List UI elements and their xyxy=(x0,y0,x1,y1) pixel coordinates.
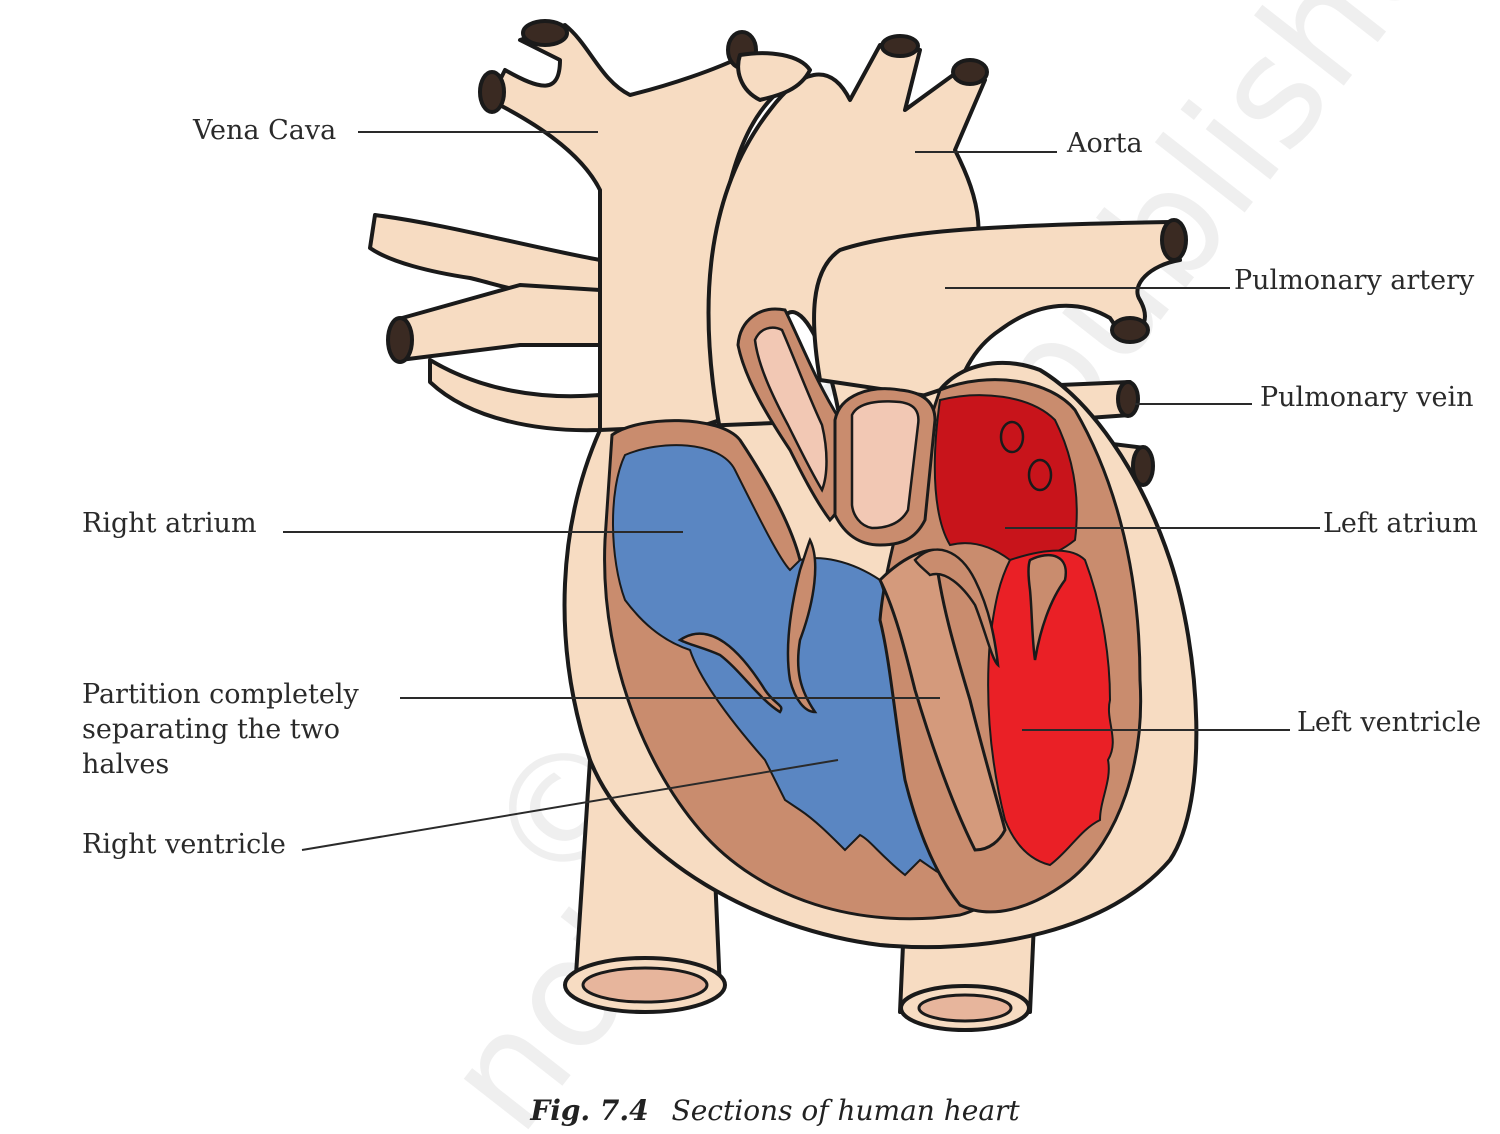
label-aorta: Aorta xyxy=(1066,128,1143,159)
left-thin-vessel xyxy=(428,358,602,433)
pulmonary-vein-lower-opening xyxy=(1131,445,1155,487)
figure-caption-text: Sections of human heart xyxy=(672,1094,1021,1127)
pulmonary-vein-upper-opening xyxy=(1116,380,1140,418)
left-atrium-blood xyxy=(933,394,1078,562)
leader-right-ventricle xyxy=(301,759,839,851)
vena-cava-opening-top xyxy=(521,19,569,47)
vena-cava-opening-left xyxy=(478,70,506,114)
left-valve-flap-inner xyxy=(1027,553,1068,661)
label-right-ventricle: Right ventricle xyxy=(82,829,286,860)
label-right-atrium: Right atrium xyxy=(82,508,257,539)
figure-caption-number: Fig. 7.4 xyxy=(529,1094,648,1127)
pulmonary-trunk-lumen xyxy=(753,326,828,493)
label-partition-line2: separating the two xyxy=(82,714,340,745)
figure-caption: Fig. 7.4 Sections of human heart xyxy=(529,1094,1020,1127)
aorta-opening-1 xyxy=(880,34,920,58)
left-valve-flap-outer xyxy=(913,548,1000,668)
label-pulmonary-artery: Pulmonary artery xyxy=(1234,265,1475,296)
pulmonary-vein-entry-2 xyxy=(1027,458,1053,492)
pulmonary-artery xyxy=(812,220,1182,402)
label-partition-line3: halves xyxy=(82,749,169,780)
label-partition-line1: Partition completely xyxy=(82,679,359,710)
label-vena-cava: Vena Cava xyxy=(192,115,336,146)
label-pulmonary-vein: Pulmonary vein xyxy=(1260,382,1474,413)
label-left-atrium: Left atrium xyxy=(1323,508,1478,539)
descending-aorta-lumen xyxy=(917,993,1013,1023)
labels: Vena Cava Aorta Pulmonary artery Pulmona… xyxy=(82,115,1481,860)
pulmonary-vein-entry-1 xyxy=(999,420,1025,454)
left-branch-vessel-opening xyxy=(386,316,414,364)
right-valve-flap-outer xyxy=(677,632,783,714)
left-branch-vessel-lower xyxy=(393,283,602,362)
aortic-root-lumen xyxy=(850,400,920,530)
pulmonary-artery-opening-1 xyxy=(1160,218,1188,262)
label-left-ventricle: Left ventricle xyxy=(1297,707,1481,738)
aorta-opening-2 xyxy=(951,58,989,86)
heart-body xyxy=(562,307,1199,950)
vena-cava-crossing-vessel xyxy=(736,51,812,102)
pulmonary-artery-opening-2 xyxy=(1110,316,1150,344)
right-valve-flap-inner xyxy=(786,536,818,714)
left-ventricle-blood xyxy=(987,549,1114,867)
inferior-vena-cava-lumen xyxy=(581,966,709,1004)
